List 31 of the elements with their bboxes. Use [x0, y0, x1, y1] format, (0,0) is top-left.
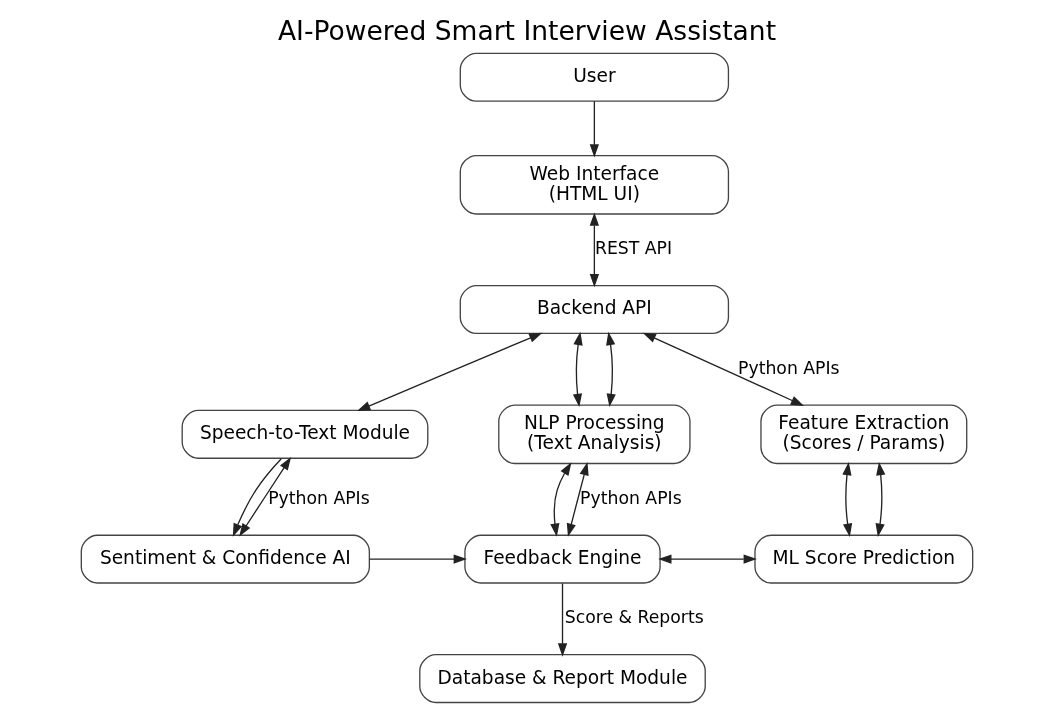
node-box: NLP Processing (Text Analysis)	[497, 404, 691, 465]
node-box: Speech-to-Text Module	[181, 409, 428, 459]
arrow	[572, 331, 583, 407]
node-box: Backend API	[459, 285, 729, 335]
arrow	[557, 582, 567, 657]
arrow	[642, 332, 804, 406]
arrow	[589, 100, 599, 158]
arrow	[356, 332, 542, 412]
arrow	[232, 458, 282, 537]
node-box: Web Interface (HTML UI)	[459, 154, 729, 215]
node-box: Sentiment & Confidence AI	[80, 534, 370, 584]
arrow	[657, 554, 757, 564]
arrow	[549, 462, 571, 537]
arrow	[589, 212, 599, 288]
arrow	[841, 462, 852, 537]
edge-label: REST API	[594, 238, 672, 259]
edge-label: Score & Reports	[564, 607, 704, 628]
node-box: Feature Extraction (Scores / Params)	[759, 404, 967, 465]
arrow	[566, 462, 589, 537]
arrow	[238, 456, 291, 537]
node-box: Feedback Engine	[463, 534, 661, 584]
diagram-title: AI-Powered Smart Interview Assistant	[277, 15, 776, 47]
node-box: ML Score Prediction	[753, 534, 973, 584]
edge-label: Python APIs	[267, 487, 370, 508]
edge-label: Python APIs	[579, 487, 682, 508]
arrow	[875, 462, 885, 537]
arrow	[605, 331, 616, 407]
arrow	[368, 554, 467, 564]
node-box: Database & Report Module	[418, 654, 706, 704]
edge-label: Python APIs	[737, 357, 840, 378]
node-box: User	[459, 52, 729, 102]
